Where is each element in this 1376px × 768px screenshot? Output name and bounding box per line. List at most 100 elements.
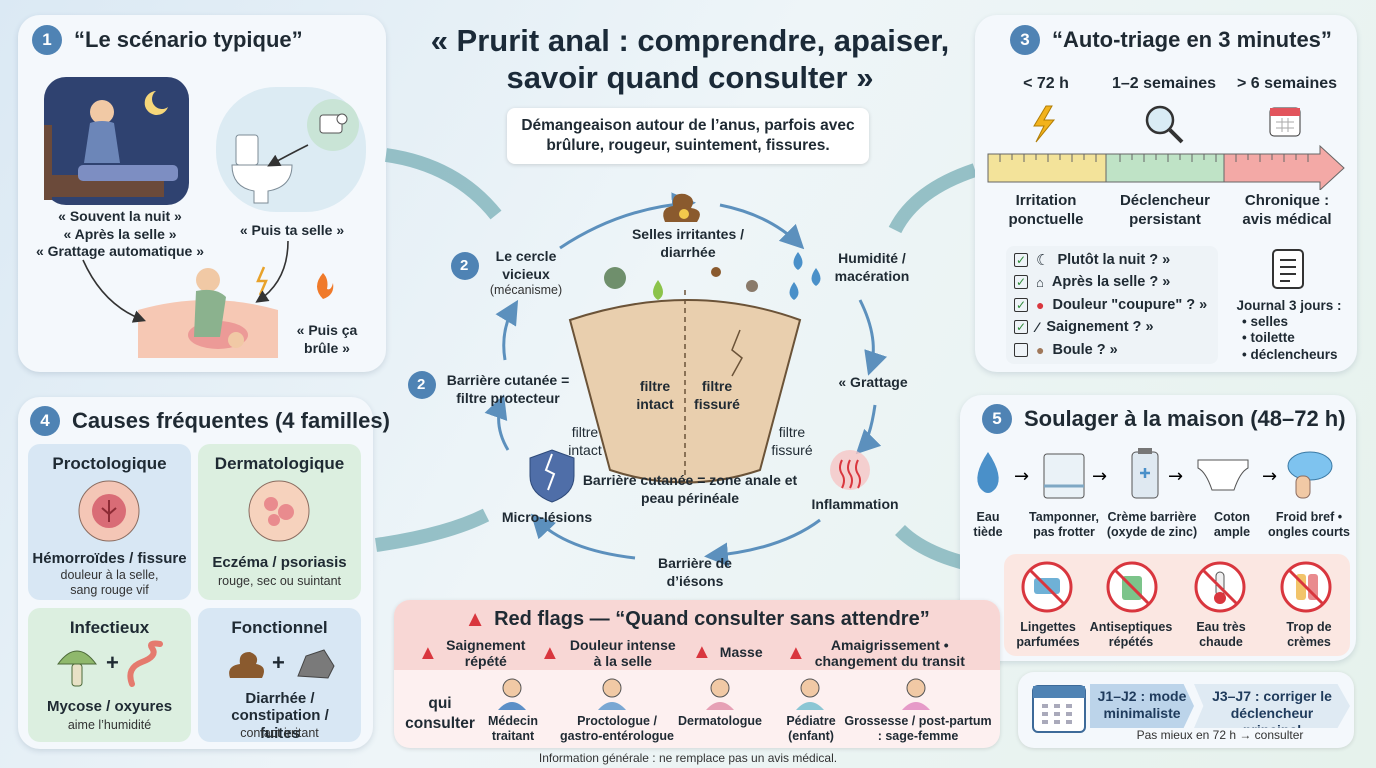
calendar-icon: [1269, 107, 1301, 137]
checkbox[interactable]: ✓: [1014, 320, 1028, 334]
warning-icon: ▲: [786, 641, 806, 664]
toilet-icon: ⌂: [1036, 274, 1044, 290]
soothe-step-1: Eau tiède: [973, 510, 1003, 539]
triage-time-2: 1–2 semaines: [1111, 75, 1217, 92]
warning-icon: ▲: [418, 641, 438, 664]
cycle-arrow: [495, 299, 519, 361]
journal-text: Journal 3 jours : • selles • toilette • …: [1236, 298, 1342, 362]
cycle-arrow: [704, 518, 821, 567]
checkbox[interactable]: ✓: [1014, 298, 1028, 312]
towel-icon: [1043, 453, 1085, 499]
check-item[interactable]: ✓ ● Douleur "coupure" ? »: [1014, 297, 1208, 313]
page-subtitle: Démangeaison autour de l’anus, parfois a…: [507, 108, 869, 165]
soothe-step-5: Froid bref • ongles courts: [1268, 510, 1350, 539]
checkbox[interactable]: ✓: [1014, 275, 1028, 289]
family-proctologique: Proctologique Hémorroïdes / fissure doul…: [28, 444, 191, 600]
plan-note: Pas mieux en 72 h → consulter: [1136, 728, 1304, 742]
triage-time-3: > 6 semaines: [1236, 75, 1338, 92]
moon-icon: ☾: [1036, 252, 1050, 269]
no-hot-water-icon: [1194, 561, 1246, 613]
person-awake: [84, 100, 120, 163]
cycle-arrow: [484, 394, 510, 451]
family-infectieux: Infectieux + Mycose / oxyures aime l’hum…: [28, 608, 191, 742]
checkbox[interactable]: ✓: [1014, 253, 1028, 267]
moon-icon: [144, 91, 168, 115]
step-number-barrier: [408, 371, 436, 399]
triage-title: 3 “Auto-triage en 3 minutes”: [1010, 25, 1332, 55]
plus-sign: +: [106, 650, 119, 675]
hemorrhoid-icon: [78, 480, 140, 542]
avoid-item-4: Trop de crèmes: [1286, 620, 1332, 649]
avoid-icons: [1021, 561, 1332, 613]
flow-arrow: [384, 148, 502, 220]
cycle-arrow: [719, 203, 805, 250]
magnifier-icon: [1145, 105, 1184, 144]
check-item[interactable]: ● Boule ? »: [1014, 342, 1118, 358]
microlesions-label: Micro-lésions: [501, 509, 593, 525]
cycle-arrow: [855, 404, 882, 455]
cream-tube-icon: [1131, 448, 1159, 499]
broken-shield-icon: [529, 449, 575, 503]
person-scratching: [194, 268, 244, 348]
warning-icon: ▲: [540, 641, 560, 664]
avoid-item-3: Eau très chaude: [1196, 620, 1246, 649]
toilet-icon: [231, 134, 293, 204]
toilet-paper-icon: [319, 113, 348, 134]
step-number-vicious-text: 2: [460, 257, 469, 274]
lesion-barrier-label: Barrière de d’iésons: [658, 555, 732, 589]
causes-title: 4 Causes fréquentes (4 familles): [30, 406, 390, 436]
stool-icon: [229, 652, 264, 678]
footer-disclaimer: Information générale : ne remplace pas u…: [538, 751, 838, 765]
who-consult-label: qui consulter: [405, 695, 475, 733]
triage-time-1: < 72 h: [1023, 75, 1069, 92]
bed-icon: [44, 125, 178, 200]
soothe-step-4: Coton ample: [1213, 510, 1251, 539]
calendar-icon: [1032, 685, 1086, 733]
underwear-icon: [1197, 459, 1249, 491]
lump-icon: ●: [1036, 342, 1045, 358]
cycle-arrow: [530, 513, 636, 560]
eczema-icon: [248, 480, 310, 542]
warning-icon: ▲: [464, 606, 487, 631]
night-label: « Souvent la nuit » « Après la selle » «…: [35, 208, 205, 259]
triage-label-3: Chronique : avis médical: [1242, 192, 1332, 228]
step-number-vicious: [451, 252, 479, 280]
scenario-illustration: [44, 77, 366, 358]
checkbox[interactable]: [1014, 343, 1028, 357]
who-item: Grossesse / post-partum : sage-femme: [844, 714, 992, 743]
lightning-icon: [1033, 105, 1056, 143]
no-creams-icon: [1280, 561, 1332, 613]
red-flags-title: ▲ Red flags — “Quand consulter sans atte…: [464, 606, 930, 631]
family-fonctionnel: Fonctionnel + Diarrhée / constipation / …: [198, 608, 361, 742]
drop-icon: [789, 282, 799, 300]
plan-step-1: J1–J2 : mode minimaliste: [1090, 684, 1194, 728]
plus-sign: +: [272, 650, 285, 675]
humidity-label: Humidité / macération: [834, 250, 910, 284]
flame-icon: [317, 273, 334, 299]
svg-text:→: →: [1092, 466, 1107, 487]
filter-intact-inner: filtre intact: [636, 378, 674, 412]
avoid-item-2: Antiseptiques répétés: [1089, 620, 1173, 649]
drop-icon: [653, 280, 663, 300]
step-number: 3: [1010, 25, 1040, 55]
red-flag-item: ▲ Saignement répété: [418, 637, 526, 670]
arrow: [267, 144, 309, 167]
doctor-icons: [498, 678, 930, 710]
check-item[interactable]: ✓ ⁄ Saignement ? »: [1014, 319, 1154, 335]
midwife-icon: [902, 678, 930, 710]
check-item[interactable]: ✓ ⌂ Après la selle ? »: [1014, 274, 1171, 290]
warning-icon: ▲: [692, 641, 712, 663]
filter-cracked-inner: filtre fissuré: [694, 378, 740, 412]
step-number: 1: [32, 25, 62, 55]
scenario-title: 1 “Le scénario typique”: [32, 25, 303, 55]
triage-timeline: [987, 105, 1345, 190]
step-number: 4: [30, 406, 60, 436]
check-item[interactable]: ✓ ☾ Plutôt la nuit ? »: [1014, 252, 1171, 269]
svg-text:→: →: [1262, 466, 1277, 487]
soothe-steps-icons: → → → →: [977, 448, 1333, 499]
scratching-label: « Grattage: [838, 374, 908, 390]
drop-icon: [793, 252, 803, 270]
cold-pack-icon: [1287, 451, 1333, 499]
no-wipes-icon: [1021, 561, 1073, 613]
svg-text:→: →: [1014, 466, 1029, 487]
